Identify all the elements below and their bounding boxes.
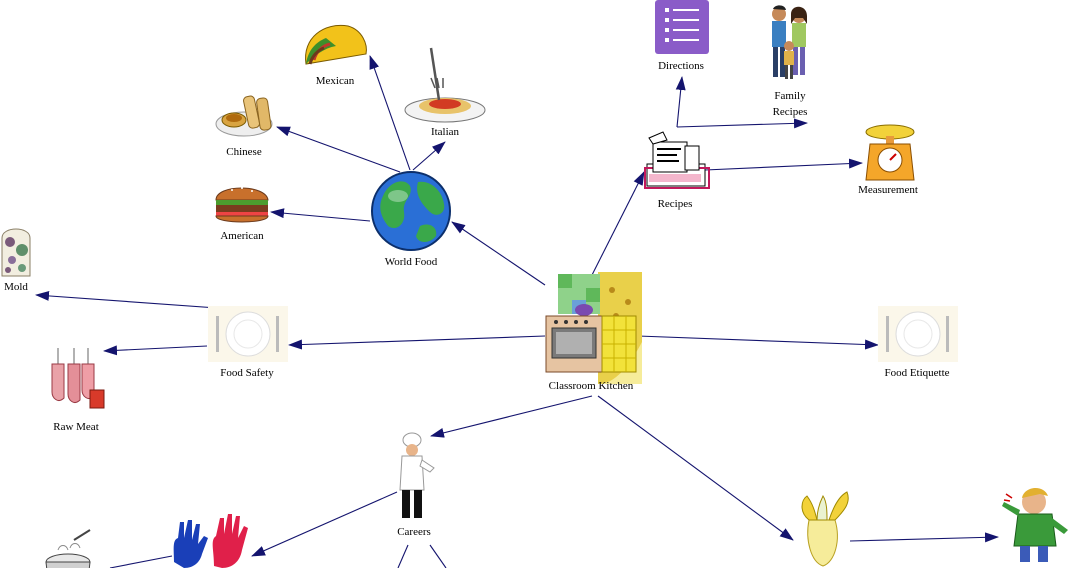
arrow-recipes-to-directions bbox=[675, 76, 686, 128]
arrow-foodsafety-to-rawmeat bbox=[103, 345, 208, 356]
spaghetti-icon bbox=[404, 47, 486, 123]
node-label-careers: Careers bbox=[397, 526, 431, 538]
arrow-banana-to-sick bbox=[849, 532, 999, 543]
checklist-icon bbox=[655, 0, 709, 54]
egg-roll-icon bbox=[215, 95, 273, 137]
arrow-kitchen-to-worldfood bbox=[451, 221, 546, 286]
taco-icon bbox=[305, 24, 367, 65]
node-label-chinese: Chinese bbox=[226, 146, 262, 158]
arrow-worldfood-to-mexican bbox=[369, 55, 411, 171]
plate-setting-icon bbox=[878, 306, 958, 362]
globe-icon bbox=[371, 171, 451, 251]
arrow-worldfood-to-italian bbox=[412, 141, 446, 171]
recipe-printer-icon bbox=[644, 131, 710, 189]
node-label-mold: Mold bbox=[4, 281, 28, 293]
node-label-measurement: Measurement bbox=[858, 184, 918, 196]
node-label-mexican: Mexican bbox=[315, 75, 355, 87]
plate-setting-icon bbox=[208, 306, 288, 362]
arrow-worldfood-to-chinese bbox=[276, 126, 401, 173]
node-label-american: American bbox=[220, 230, 264, 242]
arrow-kitchen-to-foodetiquette bbox=[637, 335, 879, 350]
arrow-careers-to-handprints bbox=[251, 491, 398, 557]
moldy-bread-icon bbox=[1, 228, 31, 277]
node-label-food-safety: Food Safety bbox=[220, 367, 274, 379]
family-icon bbox=[772, 5, 807, 79]
arrow-recipes-to-family bbox=[676, 118, 808, 129]
node-label-directions: Directions bbox=[658, 60, 704, 72]
arrow-kitchen-to-recipes bbox=[591, 171, 645, 276]
node-label-family-line2: Recipes bbox=[772, 106, 808, 118]
kitchen-scale-icon bbox=[865, 124, 915, 181]
raw-meat-icon bbox=[51, 348, 105, 409]
chef-icon bbox=[399, 432, 435, 518]
node-label-italian: Italian bbox=[430, 126, 460, 138]
kitchen-stove-icon bbox=[545, 272, 642, 384]
arrow-handprints-to-pot bbox=[109, 555, 173, 568]
node-label-recipes: Recipes bbox=[657, 198, 693, 210]
node-label-family-line1: Family bbox=[774, 90, 806, 102]
connector-arrows bbox=[35, 55, 999, 568]
arrow-kitchen-to-foodsafety bbox=[288, 335, 546, 350]
node-label-food-etiquette: Food Etiquette bbox=[884, 367, 950, 379]
arrow-careers-down-right bbox=[429, 544, 447, 568]
cooking-pot-icon bbox=[45, 529, 91, 568]
arrow-recipes-to-measurement bbox=[704, 158, 863, 171]
banana-icon bbox=[801, 491, 849, 567]
arrow-kitchen-to-careers bbox=[430, 395, 593, 438]
arrow-worldfood-to-american bbox=[270, 208, 371, 222]
sick-person-icon bbox=[1002, 487, 1068, 562]
node-label-classroom-kitchen: Classroom Kitchen bbox=[548, 380, 634, 392]
node-label-world-food: World Food bbox=[384, 256, 438, 268]
arrow-careers-down-left bbox=[397, 544, 409, 568]
arrow-kitchen-to-banana bbox=[597, 395, 794, 541]
node-label-raw-meat: Raw Meat bbox=[53, 421, 99, 433]
hamburger-icon bbox=[215, 187, 269, 223]
handprints-icon bbox=[173, 514, 248, 568]
